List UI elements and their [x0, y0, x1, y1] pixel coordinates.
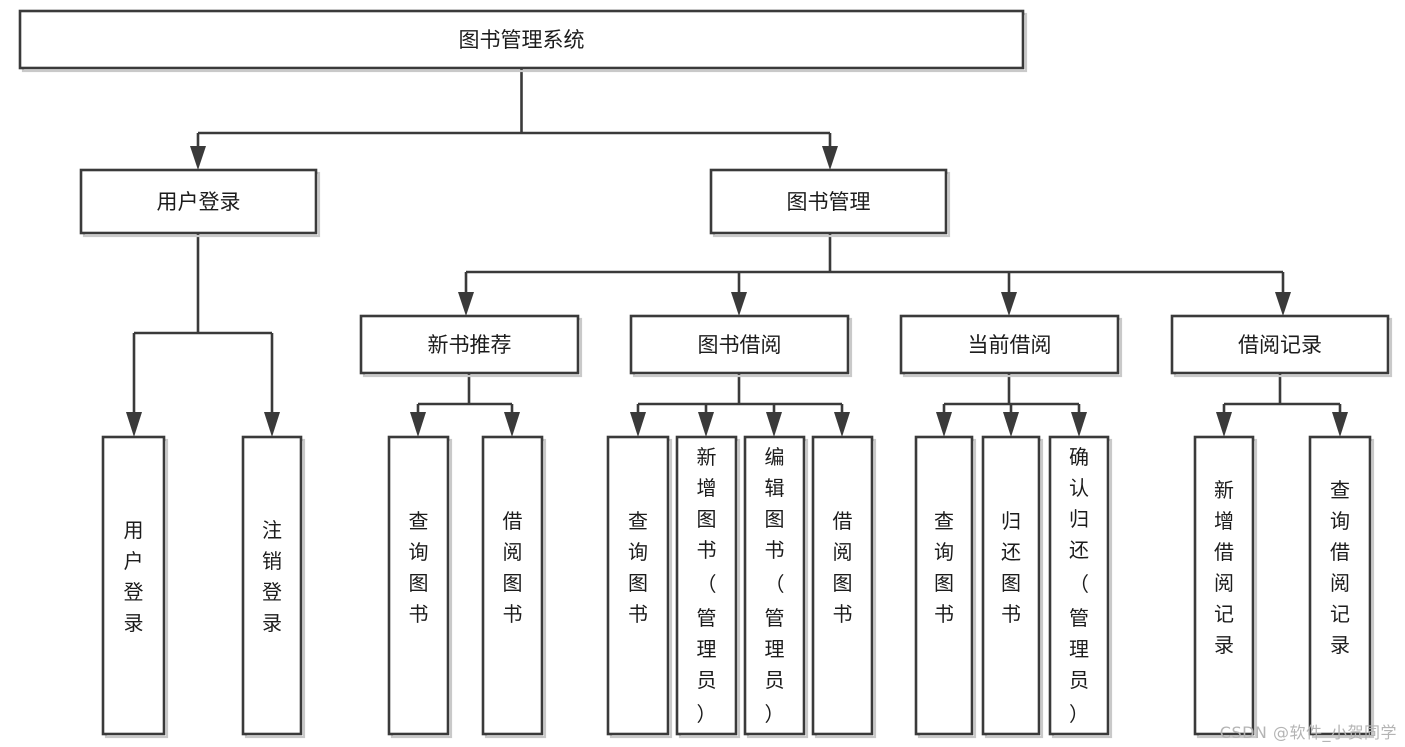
- arrow-head-icon: [1332, 412, 1348, 437]
- arrow-head-icon: [698, 412, 714, 437]
- leaf-query-book-1[interactable]: 查询图书: [387, 435, 453, 739]
- node-user-login-label: 用户登录: [157, 190, 241, 214]
- leaf-user-logout-label: 注销登录: [262, 518, 282, 635]
- arrow-head-icon: [1275, 292, 1291, 316]
- arrow-head-icon: [834, 412, 850, 437]
- leaf-borrow-book-1[interactable]: 借阅图书: [481, 435, 547, 739]
- edge-book-mgmt-to-level3: [458, 233, 1291, 316]
- leaf-edit-book-admin-label: 编辑图书（管理员）: [765, 445, 785, 726]
- leaf-borrow-book-1-label: 借阅图书: [503, 509, 523, 626]
- arrow-head-icon: [936, 412, 952, 437]
- edge-new-book-to-leaves: [410, 373, 520, 437]
- node-current-borrow-label: 当前借阅: [968, 333, 1052, 357]
- edges-layer: [126, 68, 1348, 437]
- leaf-add-book-admin-label: 新增图书（管理员）: [697, 445, 717, 726]
- arrow-head-icon: [410, 412, 426, 437]
- arrow-head-icon: [630, 412, 646, 437]
- leaf-query-borrow-record[interactable]: 查询借阅记录: [1308, 435, 1375, 739]
- arrow-head-icon: [190, 146, 206, 170]
- edge-user-login-to-leaves: [126, 233, 280, 437]
- arrow-head-icon: [1003, 412, 1019, 437]
- node-book-borrow[interactable]: 图书借阅: [629, 314, 853, 378]
- leaf-add-book-admin[interactable]: 新增图书（管理员）: [675, 435, 741, 739]
- node-user-login[interactable]: 用户登录: [79, 168, 321, 238]
- leaf-return-book[interactable]: 归还图书: [981, 435, 1044, 739]
- leaf-borrow-book-2[interactable]: 借阅图书: [811, 435, 877, 739]
- node-book-management[interactable]: 图书管理: [709, 168, 951, 238]
- node-new-book-recommendation[interactable]: 新书推荐: [359, 314, 583, 378]
- leaf-query-borrow-record-label: 查询借阅记录: [1330, 478, 1350, 657]
- arrow-head-icon: [731, 292, 747, 316]
- node-root-label: 图书管理系统: [459, 28, 585, 52]
- node-book-management-label: 图书管理: [787, 190, 871, 214]
- arrow-head-icon: [766, 412, 782, 437]
- arrow-head-icon: [458, 292, 474, 316]
- leaf-borrow-book-2-label: 借阅图书: [833, 509, 853, 626]
- arrow-head-icon: [822, 146, 838, 170]
- node-root[interactable]: 图书管理系统: [18, 9, 1028, 73]
- arrow-head-icon: [1216, 412, 1232, 437]
- leaf-return-book-label: 归还图书: [1001, 509, 1021, 626]
- arrow-head-icon: [504, 412, 520, 437]
- node-borrow-record[interactable]: 借阅记录: [1170, 314, 1393, 378]
- leaf-user-logout[interactable]: 注销登录: [241, 435, 306, 739]
- arrow-head-icon: [126, 412, 142, 437]
- arrow-head-icon: [1071, 412, 1087, 437]
- leaf-query-book-3[interactable]: 查询图书: [914, 435, 977, 739]
- leaf-confirm-return-admin[interactable]: 确认归还（管理员）: [1048, 435, 1113, 739]
- nodes-layer: 图书管理系统 用户登录 图书管理 新书推荐: [18, 9, 1393, 739]
- leaf-add-borrow-record[interactable]: 新增借阅记录: [1193, 435, 1258, 739]
- leaf-user-login-label: 用户登录: [124, 518, 144, 635]
- node-book-borrow-label: 图书借阅: [698, 333, 782, 357]
- leaf-query-book-1-label: 查询图书: [409, 509, 429, 626]
- arrow-head-icon: [264, 412, 280, 437]
- node-current-borrow[interactable]: 当前借阅: [899, 314, 1123, 378]
- node-new-book-recommendation-label: 新书推荐: [428, 333, 512, 357]
- node-borrow-record-label: 借阅记录: [1238, 333, 1322, 357]
- leaf-confirm-return-admin-label: 确认归还（管理员）: [1069, 445, 1089, 726]
- leaf-edit-book-admin[interactable]: 编辑图书（管理员）: [743, 435, 809, 739]
- leaf-add-borrow-record-label: 新增借阅记录: [1214, 478, 1234, 657]
- edge-borrow-to-leaves: [630, 373, 850, 437]
- edge-current-to-leaves: [936, 373, 1087, 437]
- leaf-query-book-2-label: 查询图书: [628, 509, 648, 626]
- edge-root-to-level2: [190, 68, 838, 170]
- leaf-query-book-2[interactable]: 查询图书: [606, 435, 673, 739]
- arrow-head-icon: [1001, 292, 1017, 316]
- leaf-user-login[interactable]: 用户登录: [101, 435, 169, 739]
- edge-record-to-leaves: [1216, 373, 1348, 437]
- leaf-query-book-3-label: 查询图书: [934, 509, 954, 626]
